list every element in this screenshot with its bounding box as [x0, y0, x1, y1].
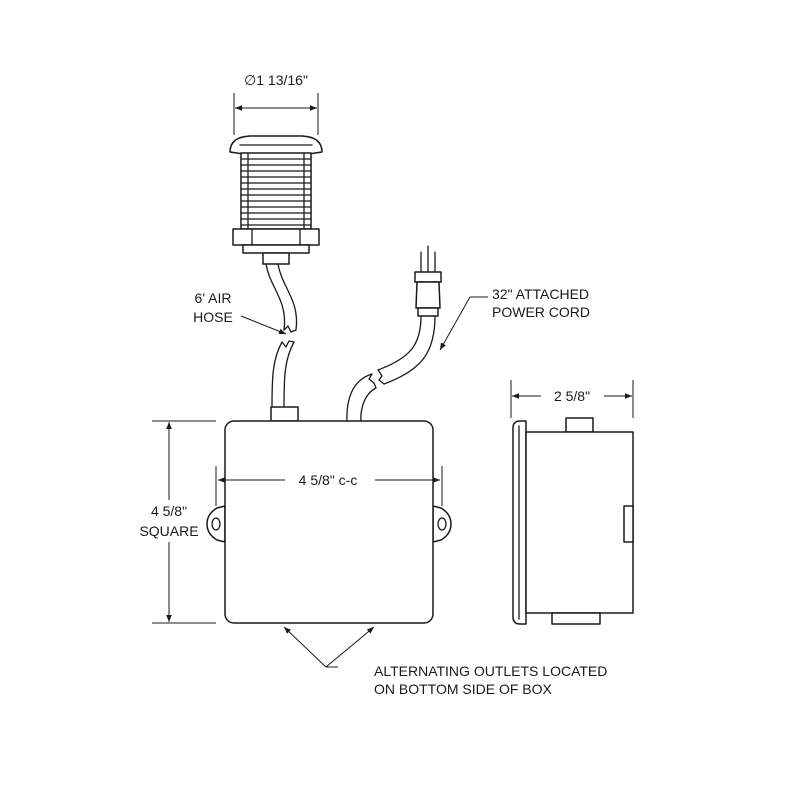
plug-strain-relief	[417, 307, 439, 317]
stem-washer	[242, 244, 310, 254]
outlets-callout: ALTERNATING OUTLETS LOCATED ON BOTTOM SI…	[283, 626, 607, 697]
button-diameter-dimension: ∅1 13/16"	[233, 72, 319, 135]
hose-fitting-box	[270, 406, 299, 422]
box-body	[224, 420, 434, 624]
air-hose-label-line2: HOSE	[193, 309, 233, 325]
box-size-label-line1: 4 5/8"	[151, 503, 187, 519]
power-cord	[346, 245, 442, 423]
button-diameter-label: ∅1 13/16"	[244, 72, 308, 88]
hose-fitting	[262, 252, 290, 265]
control-box-front: 4 5/8" c-c	[206, 420, 452, 624]
side-top-fitting	[565, 417, 594, 433]
outlets-label-line1: ALTERNATING OUTLETS LOCATED	[374, 663, 607, 679]
control-box-side: 2 5/8"	[510, 380, 634, 625]
air-hose-leader	[240, 315, 287, 335]
power-cord-label-line1: 32" ATTACHED	[492, 286, 589, 302]
mounting-nut	[232, 228, 320, 246]
plug-head	[414, 271, 442, 283]
air-hose	[265, 263, 299, 422]
plug-body	[415, 281, 441, 309]
side-box-body	[525, 431, 634, 614]
mount-spacing-label: 4 5/8" c-c	[299, 472, 358, 488]
box-depth-label: 2 5/8"	[554, 388, 590, 404]
air-button: ∅1 13/16"	[229, 72, 323, 265]
box-size-label-line2: SQUARE	[139, 523, 198, 539]
right-mounting-ear	[432, 505, 452, 543]
power-cord-leader	[439, 296, 471, 351]
power-cord-label-line2: POWER CORD	[492, 304, 590, 320]
left-mounting-ear	[206, 505, 226, 543]
air-hose-label-line1: 6' AIR	[195, 290, 232, 306]
threaded-body	[240, 152, 312, 230]
side-bottom-fitting	[551, 612, 601, 625]
outlets-label-line2: ON BOTTOM SIDE OF BOX	[374, 681, 553, 697]
thread-lines	[240, 152, 312, 230]
box-height-dimension: 4 5/8" SQUARE	[139, 420, 216, 624]
side-outlet	[623, 505, 634, 543]
